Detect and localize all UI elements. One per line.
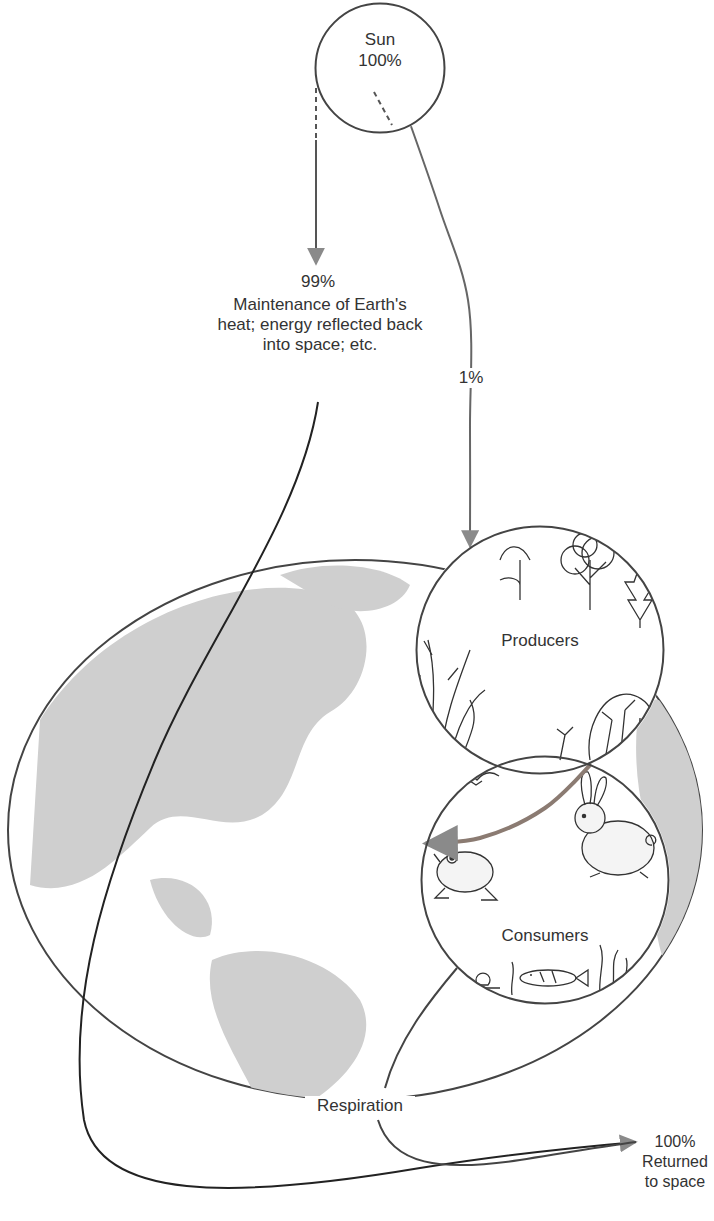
energy-arrow bbox=[315, 140, 317, 264]
flow-label: 99% bbox=[278, 272, 358, 292]
node-text: Producers bbox=[498, 630, 581, 651]
flow-label: Maintenance of Earth's heat; energy refl… bbox=[217, 295, 423, 355]
respiration-line bbox=[378, 1120, 636, 1165]
producer-circle: Producers bbox=[415, 525, 665, 775]
node-text: Sun bbox=[358, 29, 401, 50]
animal-drawings bbox=[434, 772, 656, 995]
consumer-circle: Consumers bbox=[420, 755, 670, 1005]
flow-label: Respiration bbox=[305, 1096, 415, 1116]
circle-outline bbox=[420, 755, 670, 1005]
sun-circle: Sun100% bbox=[314, 2, 446, 134]
respiration-line bbox=[385, 968, 457, 1088]
edge-label: 1% bbox=[456, 368, 487, 388]
energy-arrow bbox=[425, 764, 590, 843]
energy-arrow bbox=[411, 126, 471, 546]
flow-label: 100% bbox=[640, 1132, 710, 1152]
node-text: Consumers bbox=[499, 925, 592, 946]
plant-drawings bbox=[417, 533, 656, 765]
bird bbox=[455, 773, 499, 785]
return-line bbox=[80, 402, 636, 1188]
flow-label: Returned to space bbox=[640, 1152, 710, 1192]
node-text: 100% bbox=[358, 50, 401, 71]
